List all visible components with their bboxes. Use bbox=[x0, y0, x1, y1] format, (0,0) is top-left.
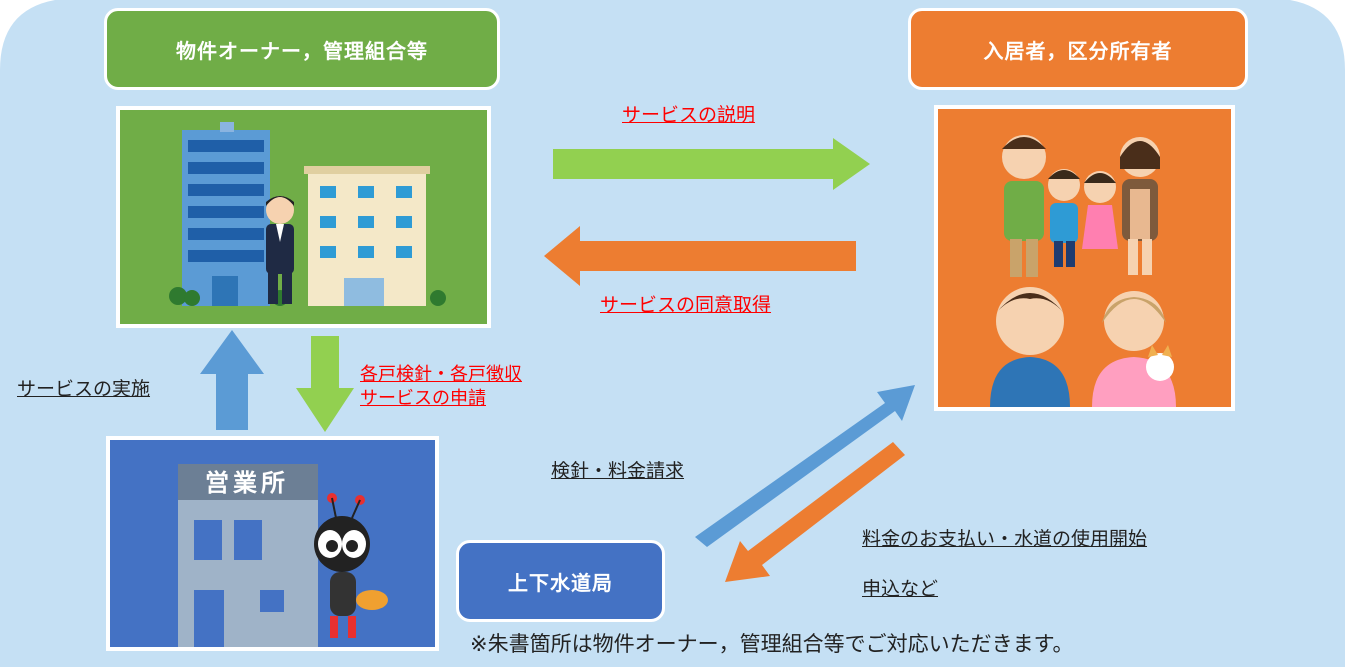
meter-label: 検針・料金請求 bbox=[551, 460, 685, 482]
bureau-title: 上下水道局 bbox=[508, 570, 613, 595]
explain-label: サービスの説明 bbox=[622, 104, 756, 126]
consent-arrow bbox=[544, 226, 856, 286]
family-illustration bbox=[990, 135, 1176, 407]
apply-label-line2: サービスの申請 bbox=[360, 388, 486, 409]
office-building-illustration bbox=[178, 464, 388, 647]
footnote: ※朱書箇所は物件オーナー，管理組合等でご対応いただきます。 bbox=[470, 632, 1074, 656]
consent-label: サービスの同意取得 bbox=[600, 294, 772, 316]
implement-label: サービスの実施 bbox=[17, 378, 151, 400]
building-manager-illustration bbox=[169, 122, 446, 306]
resident-title: 入居者，区分所有者 bbox=[983, 38, 1173, 63]
owner-illustration bbox=[116, 106, 491, 328]
implement-arrow bbox=[200, 330, 264, 430]
explain-arrow bbox=[553, 138, 870, 190]
payment-arrow bbox=[725, 442, 905, 582]
resident-title-box: 入居者，区分所有者 bbox=[908, 8, 1248, 90]
owner-title: 物件オーナー，管理組合等 bbox=[176, 38, 428, 63]
owner-title-box: 物件オーナー，管理組合等 bbox=[104, 8, 500, 90]
payment-label-line2: 申込など bbox=[862, 578, 939, 600]
bureau-title-box: 上下水道局 bbox=[456, 540, 665, 622]
meter-arrow bbox=[695, 385, 915, 547]
office-sign: 営業所 bbox=[205, 469, 289, 497]
resident-illustration bbox=[934, 105, 1235, 411]
office-illustration: 営業所 bbox=[106, 436, 439, 651]
apply-label-line1: 各戸検針・各戸徴収 bbox=[360, 364, 522, 385]
payment-label-line1: 料金のお支払い・水道の使用開始 bbox=[862, 528, 1148, 550]
apply-arrow bbox=[296, 336, 354, 432]
